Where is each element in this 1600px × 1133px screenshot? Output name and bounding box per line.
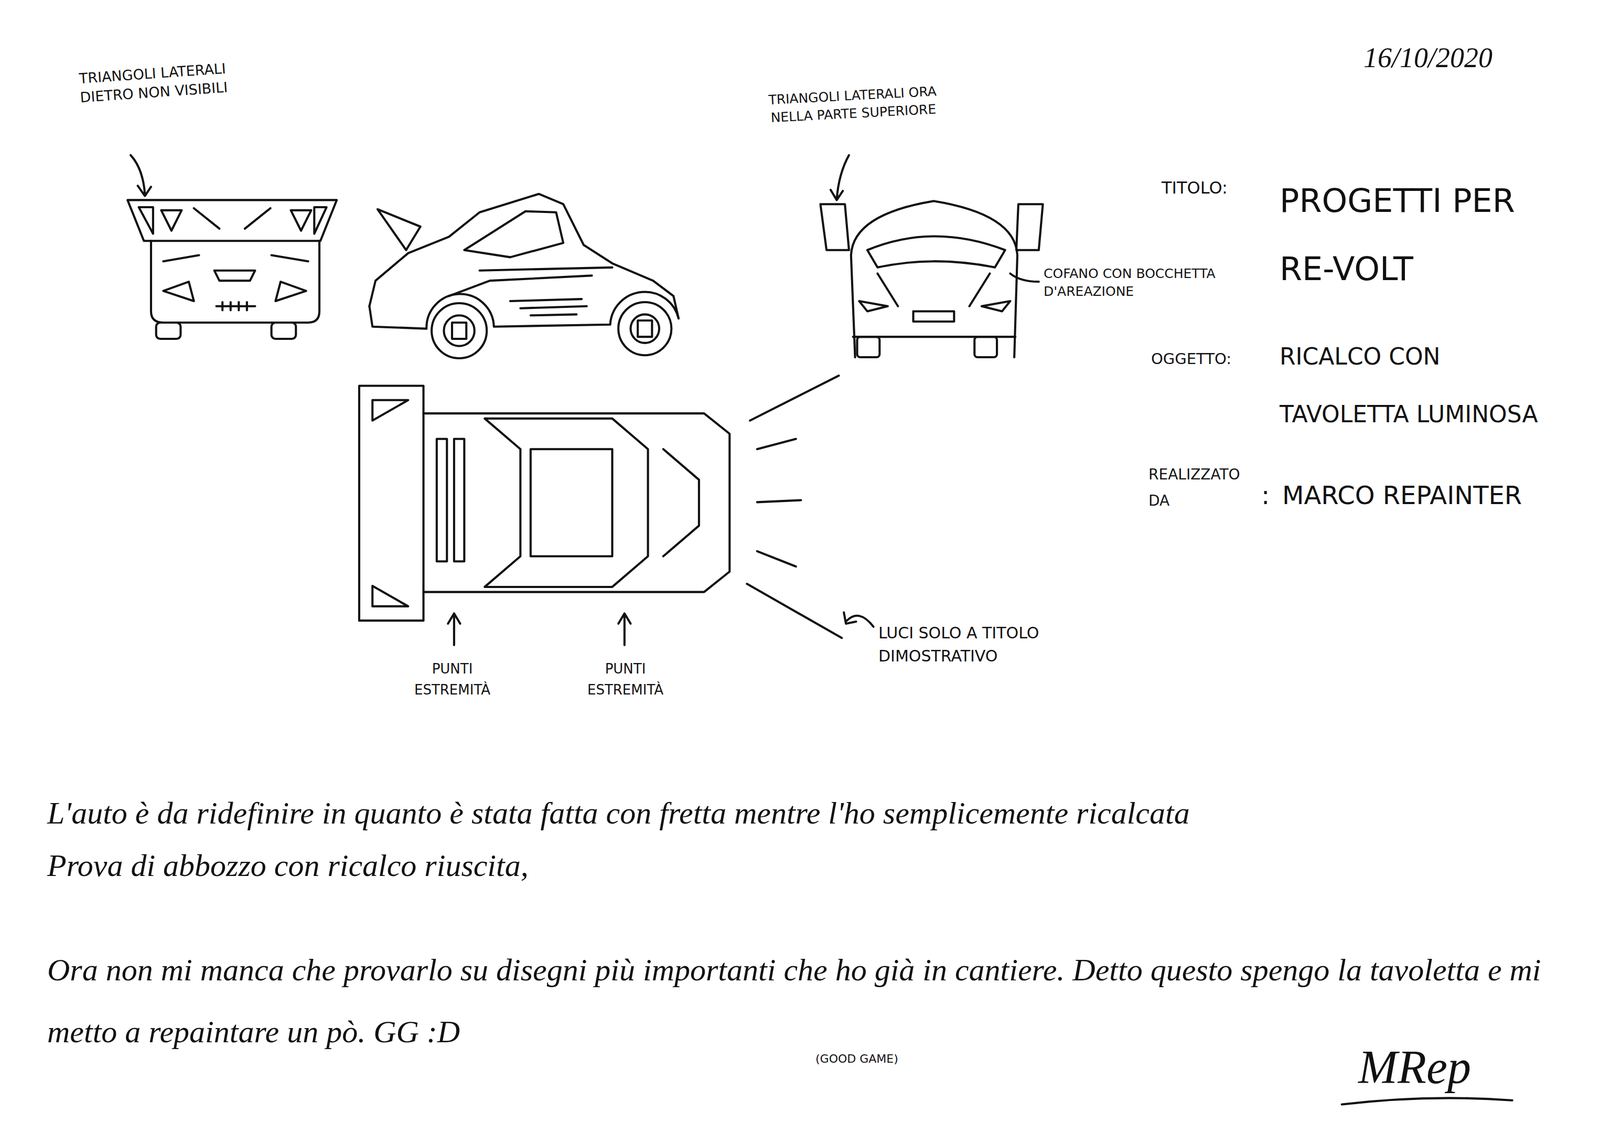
callout-note: PUNTI ESTREMITÀ	[403, 658, 501, 701]
side-view	[369, 194, 679, 359]
signature: MRep	[1358, 1040, 1471, 1094]
callout-note: PUNTI ESTREMITÀ	[576, 658, 674, 701]
handwritten-note: Prova di abbozzo con ricalco riuscita,	[47, 844, 1584, 887]
top-view	[359, 375, 842, 638]
separator: :	[1261, 479, 1270, 511]
front-view	[820, 200, 1043, 358]
field-value: RICALCO CON TAVOLETTA LUMINOSA	[1279, 327, 1574, 444]
handwritten-note: L'auto è da ridefinire in quanto è stata…	[47, 791, 1584, 834]
sheet-title: PROGETTI PER RE-VOLT	[1279, 166, 1574, 304]
callout-note: TRIANGOLI LATERALI ORA NELLA PARTE SUPER…	[749, 81, 957, 128]
handwritten-note: Ora non mi manca che provarlo su disegni…	[47, 938, 1584, 1063]
field-value: MARCO REPAINTER	[1282, 479, 1522, 511]
callout-note: COFANO CON BOCCHETTA D'AREAZIONE	[1043, 264, 1217, 301]
callout-note: LUCI SOLO A TITOLO DIMOSTRATIVO	[878, 621, 1125, 668]
note: (GOOD GAME)	[815, 1051, 899, 1067]
date: 16/10/2020	[1363, 40, 1493, 75]
field-label: OGGETTO:	[1151, 348, 1232, 369]
callout-note: TRIANGOLI LATERALI DIETRO NON VISIBILI	[57, 57, 249, 109]
field-label: TITOLO:	[1161, 177, 1228, 199]
field-label: REALIZZATO DA	[1148, 461, 1254, 514]
rear-view	[127, 199, 337, 339]
